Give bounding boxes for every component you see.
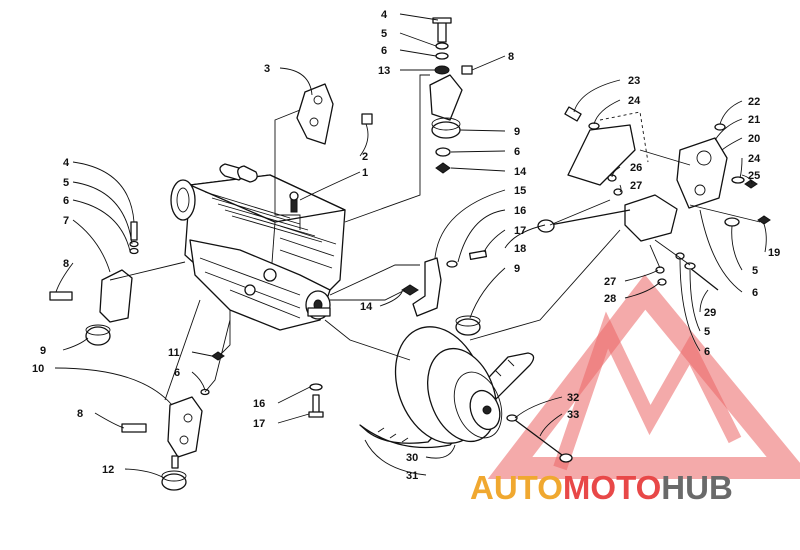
callout-7: 7 <box>63 215 69 227</box>
watermark-moto: MOTO <box>563 469 661 506</box>
callout-6a: 6 <box>381 45 387 57</box>
callout-2: 2 <box>362 151 368 163</box>
callout-15: 15 <box>514 185 526 197</box>
callout-4b: 4 <box>63 157 70 169</box>
callout-13: 13 <box>378 65 390 77</box>
svg-text:AUTOMOTOHUB: AUTOMOTOHUB <box>470 469 733 506</box>
callout-8c: 8 <box>77 408 83 420</box>
callout-5d: 5 <box>63 177 69 189</box>
drive-clutch <box>359 326 573 463</box>
right-bracket-assembly <box>537 106 771 291</box>
callout-6c: 6 <box>752 287 758 299</box>
upper-mount-stack <box>429 17 473 174</box>
callout-33: 33 <box>567 409 579 421</box>
callout-22: 22 <box>748 96 760 108</box>
watermark-hub: HUB <box>661 469 733 506</box>
watermark-auto: AUTO <box>470 469 563 506</box>
callout-6f: 6 <box>174 367 180 379</box>
callout-14a: 14 <box>514 166 527 178</box>
callout-24b: 24 <box>748 153 761 165</box>
callout-21: 21 <box>748 114 760 126</box>
callout-26: 26 <box>630 162 642 174</box>
callout-28: 28 <box>604 293 616 305</box>
callout-16b: 16 <box>253 398 265 410</box>
callout-8b: 8 <box>63 258 69 270</box>
callout-18: 18 <box>514 243 526 255</box>
callout-labels: 4 5 6 8 13 3 2 1 9 6 14 15 16 17 18 9 14… <box>32 9 780 482</box>
callout-5b: 5 <box>752 265 758 277</box>
callout-29: 29 <box>704 307 716 319</box>
callout-30: 30 <box>406 452 418 464</box>
callout-11: 11 <box>168 347 180 359</box>
callout-20: 20 <box>748 133 760 145</box>
callout-31: 31 <box>406 470 418 482</box>
callout-10: 10 <box>32 363 44 375</box>
callout-6b: 6 <box>514 146 520 158</box>
callout-19: 19 <box>768 247 780 259</box>
callout-23: 23 <box>628 75 640 87</box>
lower-left-mount <box>121 351 225 491</box>
center-mount-bracket <box>401 250 488 336</box>
callout-4a: 4 <box>381 9 388 21</box>
engine-bracket-top <box>296 83 373 145</box>
callout-16a: 16 <box>514 205 526 217</box>
watermark-text: AUTOMOTOHUB <box>470 469 733 506</box>
callout-8a: 8 <box>508 51 514 63</box>
callout-leaders <box>54 13 767 479</box>
callout-6e: 6 <box>63 195 69 207</box>
callout-9a: 9 <box>514 126 520 138</box>
callout-25: 25 <box>748 170 760 182</box>
connector-lines <box>109 74 761 401</box>
engine-assembly <box>170 163 346 331</box>
callout-1: 1 <box>362 167 368 179</box>
callout-24a: 24 <box>628 95 641 107</box>
callout-14b: 14 <box>360 301 373 313</box>
callout-27a: 27 <box>630 180 642 192</box>
callout-9c: 9 <box>40 345 46 357</box>
callout-3: 3 <box>264 63 270 75</box>
callout-9b: 9 <box>514 263 520 275</box>
callout-27b: 27 <box>604 276 616 288</box>
callout-17b: 17 <box>253 418 265 430</box>
callout-5c: 5 <box>704 326 710 338</box>
callout-5a: 5 <box>381 28 387 40</box>
callout-32: 32 <box>567 392 579 404</box>
left-front-mount <box>49 221 139 346</box>
center-bolt <box>308 383 324 418</box>
callout-12: 12 <box>102 464 114 476</box>
callout-17a: 17 <box>514 225 526 237</box>
callout-6d: 6 <box>704 346 710 358</box>
watermark-logo <box>487 274 800 479</box>
